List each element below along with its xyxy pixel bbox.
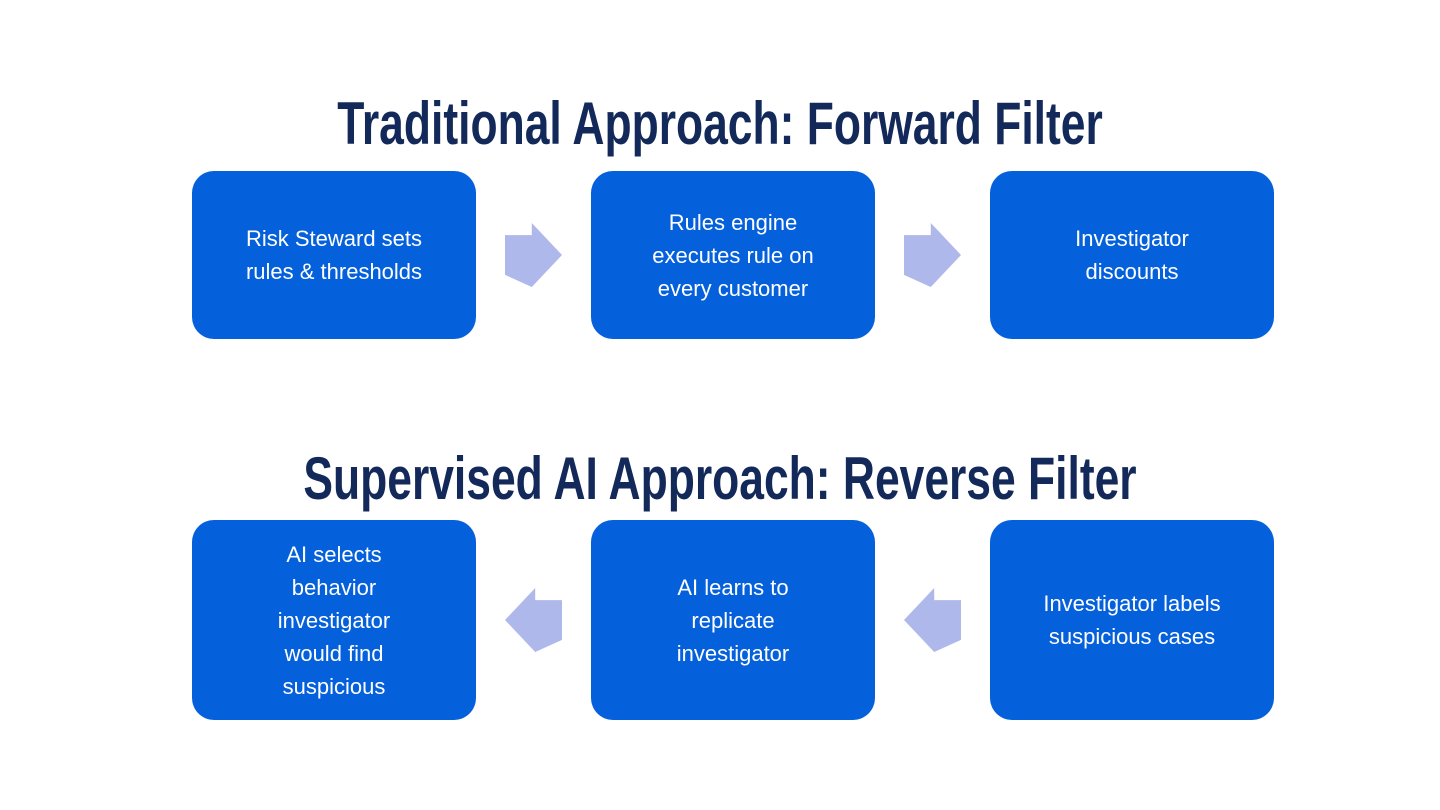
flow-row-supervised-ai: AI selects behavior investigator would f… [192,520,1274,720]
section-title-supervised-ai: Supervised AI Approach: Reverse Filter [303,445,1137,512]
step-text: Rules engine executes rule on every cust… [652,209,814,301]
step-box-risk-steward: Risk Steward sets rules & thresholds [192,171,476,339]
arrow-left-icon [505,588,562,652]
step-text: Investigator discounts [1075,226,1189,284]
arrow-right-icon [904,223,961,287]
arrow-right-icon [505,223,562,287]
flow-row-traditional: Risk Steward sets rules & thresholds Rul… [192,171,1274,339]
step-box-ai-learns: AI learns to replicate investigator [591,520,875,720]
section-title-traditional: Traditional Approach: Forward Filter [337,90,1103,157]
step-text: AI learns to replicate investigator [676,574,790,666]
step-box-rules-engine: Rules engine executes rule on every cust… [591,171,875,339]
step-box-ai-selects: AI selects behavior investigator would f… [192,520,476,720]
step-text: Investigator labels suspicious cases [1043,591,1221,649]
step-text: Risk Steward sets rules & thresholds [245,226,423,284]
step-box-investigator-discounts: Investigator discounts [990,171,1274,339]
step-text: AI selects behavior investigator would f… [277,541,391,699]
step-box-investigator-labels: Investigator labels suspicious cases [990,520,1274,720]
arrow-left-icon [904,588,961,652]
